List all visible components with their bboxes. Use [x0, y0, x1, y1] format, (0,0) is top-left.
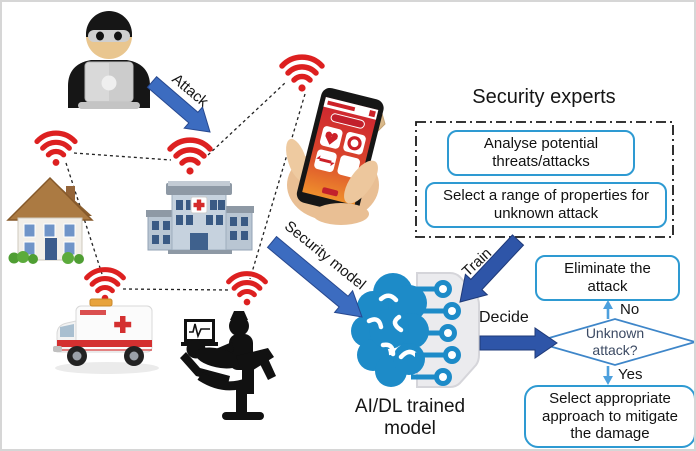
- wifi-icon-house: [37, 133, 75, 166]
- ambulance-icon: [53, 298, 159, 374]
- security-experts-title: Security experts: [472, 86, 616, 108]
- doctor-patient-icon: [180, 311, 276, 420]
- eliminate-attack-box: Eliminate the attack: [535, 255, 680, 301]
- select-properties-box: Select a range of properties for unknown…: [425, 182, 667, 228]
- experts-dashed-frame: [415, 121, 674, 238]
- analyse-threats-box: Analyse potential threats/attacks: [447, 130, 635, 176]
- brain-icon: [351, 272, 480, 388]
- house-icon: [6, 176, 94, 264]
- decision-label: Unknown attack?: [585, 324, 645, 359]
- network-links: [65, 82, 306, 291]
- decision-diamond: [531, 318, 694, 366]
- wifi-icon-phone: [282, 57, 322, 91]
- train-arrow: [459, 234, 525, 303]
- no-arrow: [603, 300, 613, 319]
- hospital-icon: [146, 181, 254, 254]
- decide-label: Decide: [479, 309, 529, 326]
- yes-arrow: [603, 366, 613, 385]
- security-model-arrow: [266, 235, 363, 318]
- no-label: No: [620, 301, 640, 318]
- yes-label: Yes: [618, 366, 643, 383]
- mitigate-damage-box: Select appropriate approach to mitigate …: [524, 385, 694, 448]
- decide-arrow: [479, 327, 558, 359]
- wifi-icon-patient: [229, 274, 266, 306]
- ai-model-label: AI/DL trained model: [354, 396, 466, 440]
- hacker-icon: [68, 11, 150, 109]
- wifi-icon-hospital: [170, 140, 210, 174]
- attack-arrow: [146, 75, 211, 133]
- wifi-icon-ambulance: [87, 270, 124, 302]
- smartphone-icon: [286, 87, 386, 225]
